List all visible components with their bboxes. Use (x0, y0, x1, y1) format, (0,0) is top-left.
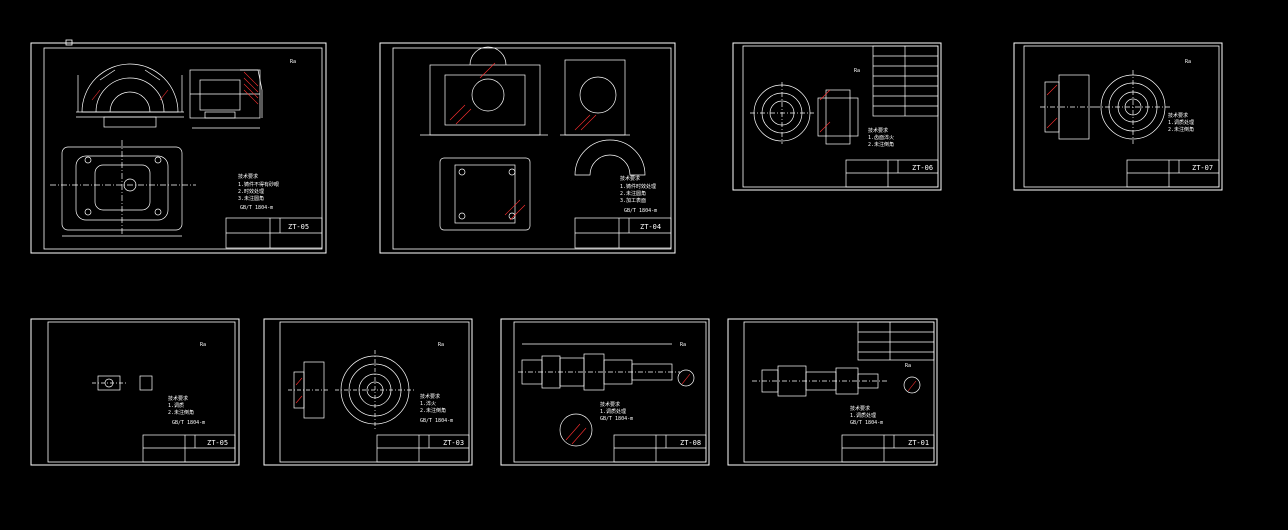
svg-text:GB/T 1804-m: GB/T 1804-m (850, 420, 883, 426)
drawing-sheet-4[interactable]: 技术要求 1.调质处理 2.未注倒角 Ra ZT-07 (1013, 42, 1223, 191)
svg-text:Ra: Ra (200, 342, 206, 348)
svg-text:ZT-06: ZT-06 (912, 164, 933, 172)
svg-text:技术要求: 技术要求 (420, 393, 440, 400)
svg-text:GB/T 1804-m: GB/T 1804-m (172, 420, 205, 426)
svg-text:GB/T 1804-m: GB/T 1804-m (600, 416, 633, 422)
svg-text:1.调质处理: 1.调质处理 (850, 412, 876, 419)
svg-text:技术要求: 技术要求 (238, 173, 258, 180)
svg-text:技术要求: 技术要求 (600, 401, 620, 408)
svg-text:Ra: Ra (854, 68, 860, 74)
svg-text:3.未注圆角: 3.未注圆角 (238, 195, 264, 202)
svg-text:Ra: Ra (438, 342, 444, 348)
svg-text:2.未注倒角: 2.未注倒角 (168, 409, 194, 416)
svg-text:Ra: Ra (905, 363, 911, 369)
svg-text:技术要求: 技术要求 (868, 127, 888, 134)
svg-text:2.未注倒角: 2.未注倒角 (420, 407, 446, 414)
svg-text:2.时效处理: 2.时效处理 (238, 188, 264, 195)
svg-text:ZT-04: ZT-04 (640, 223, 661, 231)
svg-text:Ra: Ra (290, 59, 296, 65)
svg-text:Ra: Ra (680, 342, 686, 348)
svg-text:Ra: Ra (1185, 59, 1191, 65)
drawing-sheet-3[interactable]: 技术要求 1.齿面淬火 2.未注倒角 Ra ZT-06 (732, 42, 942, 191)
svg-text:2.未注倒角: 2.未注倒角 (868, 141, 894, 148)
drawing-sheet-2[interactable]: 技术要求 1.铸件时效处理 2.未注圆角 3.加工表面 GB/T 1804-m … (379, 42, 676, 254)
svg-text:技术要求: 技术要求 (620, 175, 640, 182)
svg-text:1.淬火: 1.淬火 (420, 400, 436, 407)
svg-text:GB/T 1804-m: GB/T 1804-m (240, 205, 273, 211)
svg-text:1.铸件不得有砂眼: 1.铸件不得有砂眼 (238, 181, 279, 188)
svg-text:技术要求: 技术要求 (1168, 112, 1188, 119)
drawing-sheet-8[interactable]: 技术要求 1.调质处理 GB/T 1804-m Ra ZT-01 (727, 318, 938, 466)
svg-text:技术要求: 技术要求 (168, 395, 188, 402)
drawing-sheet-1[interactable]: 技术要求 1.铸件不得有砂眼 2.时效处理 3.未注圆角 GB/T 1804-m… (30, 42, 327, 254)
svg-text:ZT-07: ZT-07 (1192, 164, 1213, 172)
svg-text:GB/T 1804-m: GB/T 1804-m (420, 418, 453, 424)
svg-text:GB/T 1804-m: GB/T 1804-m (624, 208, 657, 214)
svg-text:1.调质: 1.调质 (168, 402, 184, 409)
svg-text:ZT-01: ZT-01 (908, 439, 929, 447)
svg-text:2.未注倒角: 2.未注倒角 (1168, 126, 1194, 133)
svg-text:ZT-08: ZT-08 (680, 439, 701, 447)
svg-text:2.未注圆角: 2.未注圆角 (620, 190, 646, 197)
svg-text:1.铸件时效处理: 1.铸件时效处理 (620, 183, 656, 190)
svg-text:ZT-05: ZT-05 (288, 223, 309, 231)
svg-text:3.加工表面: 3.加工表面 (620, 197, 646, 204)
svg-text:1.齿面淬火: 1.齿面淬火 (868, 134, 894, 141)
svg-text:ZT-03: ZT-03 (443, 439, 464, 447)
svg-text:ZT-05: ZT-05 (207, 439, 228, 447)
svg-text:1.调质处理: 1.调质处理 (600, 408, 626, 415)
drawing-sheet-5[interactable]: 技术要求 1.调质 2.未注倒角 GB/T 1804-m Ra ZT-05 (30, 318, 240, 466)
drawing-sheet-7[interactable]: 技术要求 1.调质处理 GB/T 1804-m Ra ZT-08 (500, 318, 710, 466)
svg-text:1.调质处理: 1.调质处理 (1168, 119, 1194, 126)
drawing-sheet-6[interactable]: 技术要求 1.淬火 2.未注倒角 GB/T 1804-m Ra ZT-03 (263, 318, 473, 466)
svg-text:技术要求: 技术要求 (850, 405, 870, 412)
